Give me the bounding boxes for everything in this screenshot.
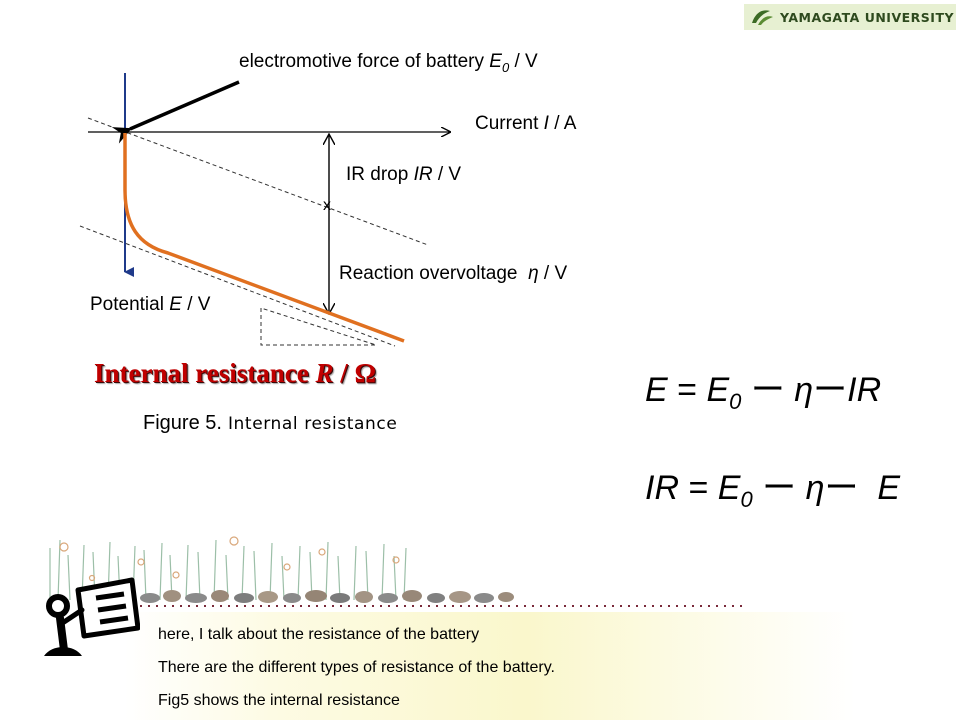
emf-label-text: electromotive force of battery [239, 51, 490, 72]
eq2-e0-sub: 0 [740, 486, 753, 512]
current-symbol: I [543, 113, 549, 134]
overvoltage-unit: / V [538, 263, 568, 284]
caption-sub: Internal resistance [221, 414, 398, 434]
current-label-text: Current [475, 113, 544, 134]
university-logo: YAMAGATA UNIVERSITY [744, 4, 956, 30]
emf-dashed-line [87, 117, 429, 246]
overvoltage-dashed-line [79, 225, 396, 347]
ir-drop-unit: / V [432, 164, 462, 185]
note-line-1: here, I talk about the resistance of the… [158, 626, 480, 643]
overvoltage-label: Reaction overvoltage η / V [339, 263, 567, 285]
eq1-ir: IR [847, 371, 882, 409]
eq2-eta: η [805, 469, 825, 507]
eq1-minus-1: ー [741, 371, 795, 409]
potential-label: Potential E / V [90, 294, 210, 316]
note-line-2: There are the different types of resista… [158, 659, 555, 676]
eq1-eta: η [794, 371, 814, 409]
eq1-e0-sub: 0 [729, 388, 742, 414]
ir-drop-symbol: IR [413, 164, 433, 185]
notes-highlight-band [125, 612, 855, 720]
grass-pebbles-decoration-icon [49, 536, 745, 607]
eq2-minus-1: ー [752, 469, 806, 507]
emf-label: electromotive force of battery E0 / V [239, 51, 538, 75]
potential-text: Potential [90, 294, 170, 315]
eq2-e0: E [717, 469, 741, 507]
equation-potential: E = E0 ー ηーIR [645, 362, 881, 415]
emf-pointer-arrow [111, 80, 240, 144]
internal-resistance-title: Internal resistance R / Ω [94, 358, 376, 389]
emf-subscript: 0 [501, 59, 510, 75]
eq2-e: E [867, 469, 901, 507]
emf-unit: / V [509, 51, 538, 72]
caption-main: Figure 5. [143, 412, 222, 434]
resistance-unit: / Ω [333, 358, 377, 388]
potential-current-curve [123, 133, 405, 343]
overvoltage-symbol: η [528, 263, 539, 284]
emf-symbol: E [489, 51, 502, 72]
eq1-lhs: E [645, 371, 668, 409]
potential-symbol: E [169, 294, 182, 315]
figure-caption: Figure 5. Internal resistance [143, 412, 397, 435]
current-label: Current I / A [475, 113, 576, 135]
slope-triangle [260, 307, 377, 346]
presenter-board-icon [44, 577, 140, 656]
yamagata-leaf-logo-icon [752, 10, 773, 25]
equation-ir-drop: IR = E0 ー ηー E [645, 460, 900, 513]
ir-drop-label: IR drop IR / V [346, 164, 461, 186]
ir-drop-text: IR drop [346, 164, 414, 185]
logo-text: YAMAGATA UNIVERSITY [780, 9, 955, 25]
eq2-equals: = [679, 469, 718, 507]
eq1-equals: = [667, 371, 707, 409]
cross-mark: x [323, 197, 331, 214]
eq1-e0: E [706, 371, 730, 409]
eq2-minus-2: ー [824, 469, 868, 507]
potential-unit: / V [181, 294, 211, 315]
eq2-lhs: IR [645, 469, 679, 507]
overvoltage-text: Reaction overvoltage [339, 263, 529, 284]
current-unit: / A [548, 113, 577, 134]
note-line-3: Fig5 shows the internal resistance [158, 692, 400, 709]
resistance-symbol: R [315, 358, 334, 388]
eq1-minus-2: ー [813, 371, 848, 409]
resistance-title-text: Internal resistance [94, 358, 316, 388]
